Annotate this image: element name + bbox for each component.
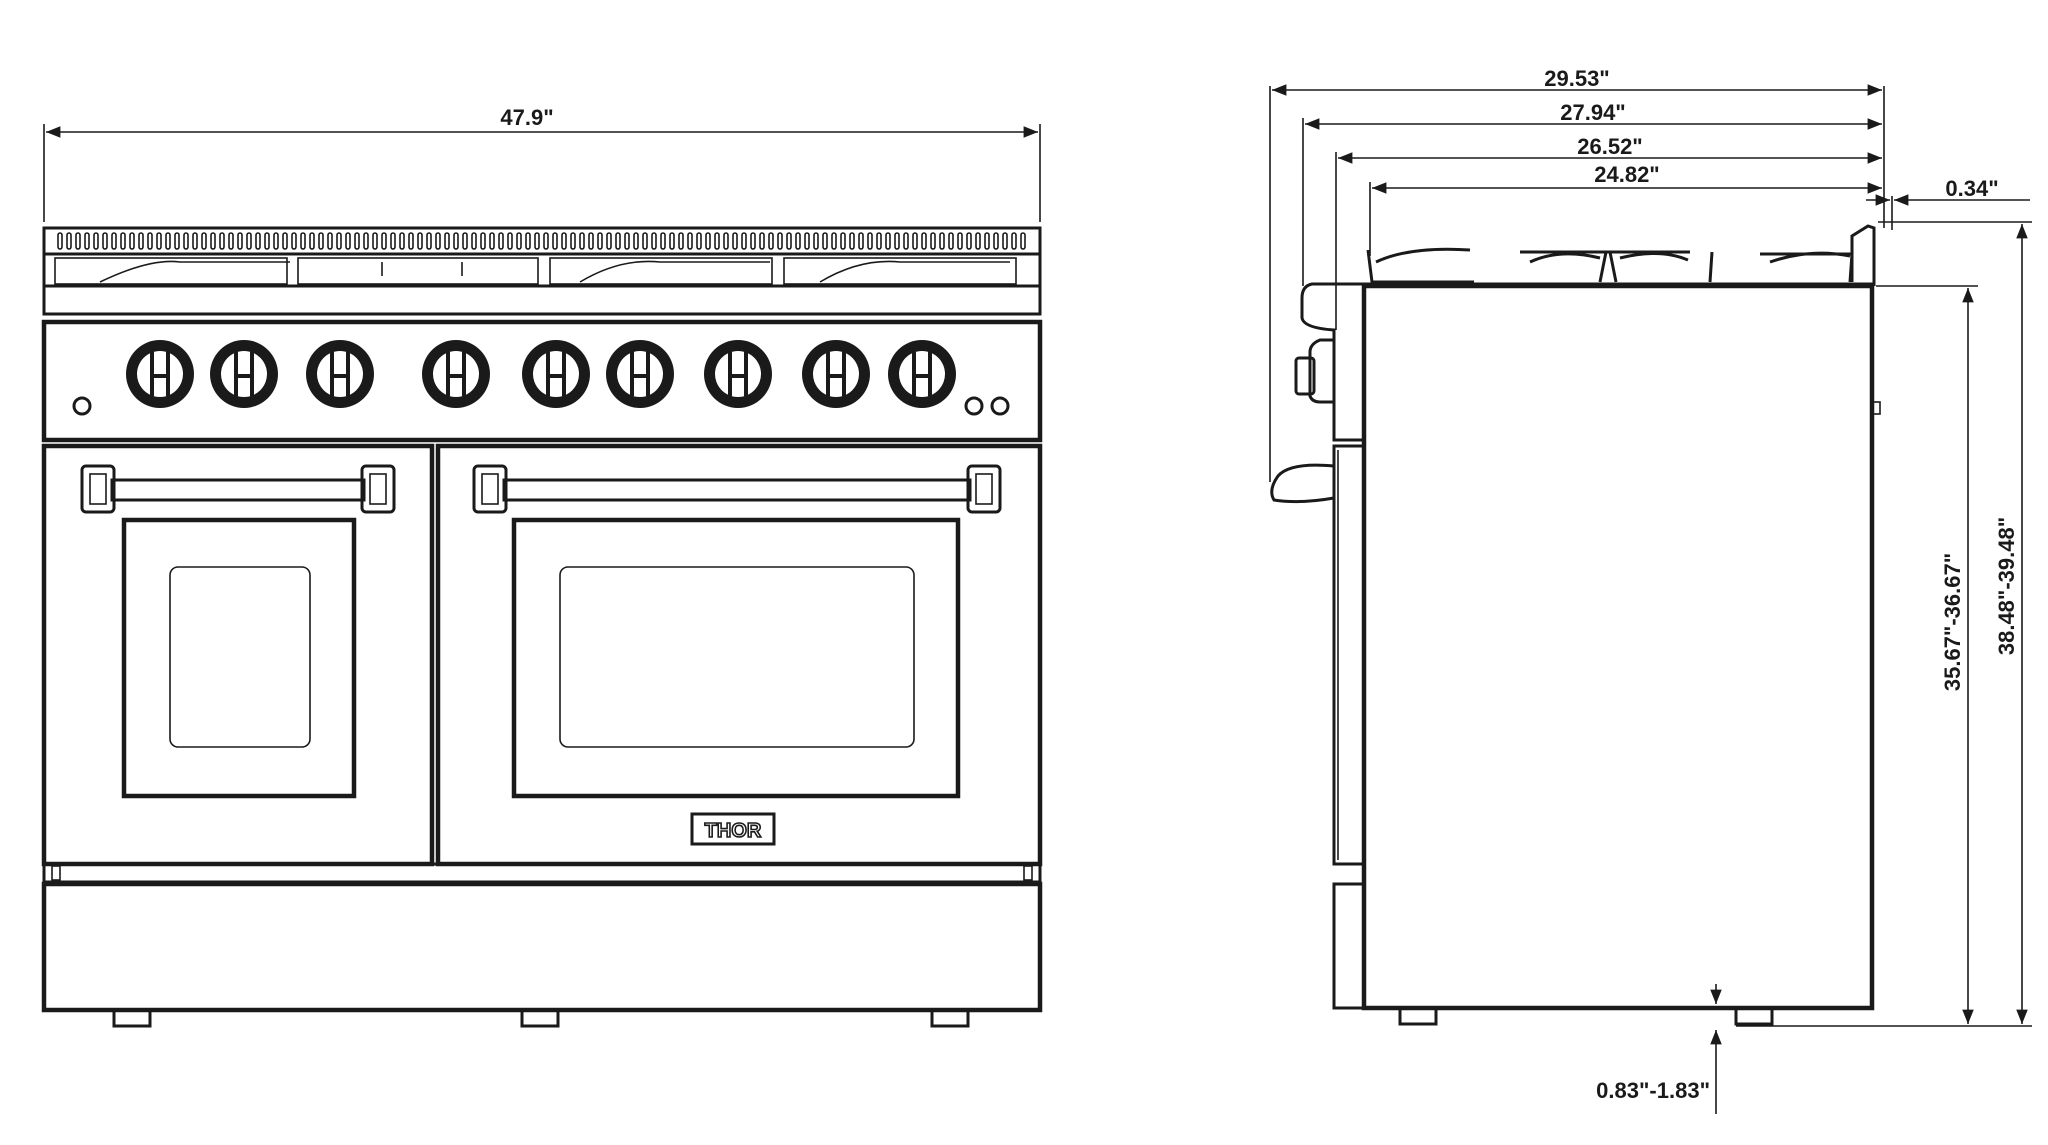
burner-knob-icon (606, 340, 674, 408)
large-oven-window (511, 517, 961, 799)
overall-height-label: 38.48"-39.48" (1994, 517, 2019, 655)
svg-text:THOR: THOR (705, 820, 762, 842)
leg-adjust-dimension: 0.83"-1.83" (1596, 984, 1790, 1114)
depth-label-1: 29.53" (1544, 66, 1609, 91)
depth-label-3: 26.52" (1577, 134, 1642, 159)
base-kick-plate (41, 862, 1043, 1028)
burner-knob-icon (522, 340, 590, 408)
small-oven-handle (80, 464, 396, 514)
backguard-label: 0.34" (1945, 176, 1998, 201)
leveling-leg (520, 1008, 560, 1028)
indicator-light-icon (990, 396, 1010, 416)
control-panel (41, 319, 1043, 443)
side-leveling-leg (1734, 1006, 1774, 1026)
large-oven-handle (472, 464, 1002, 514)
leveling-leg (930, 1008, 970, 1028)
thor-logo: THOR (690, 812, 776, 846)
cooktop-grates (42, 226, 1042, 316)
front-view: 47.9" (41, 105, 1043, 1028)
cooktop-height-dimension: 35.67"-36.67" (1790, 285, 1990, 1027)
backguard-dimension: 0.34" (1866, 176, 2030, 230)
side-leveling-leg (1398, 1006, 1438, 1026)
igniter-indicator-icon (72, 396, 92, 416)
front-width-label: 47.9" (500, 105, 553, 130)
depth-label-4: 24.82" (1594, 162, 1659, 187)
depth-dimensions: 29.53" 27.94" 26.52" 24.82" (1269, 66, 1885, 482)
oven-doors: THOR (41, 443, 1043, 867)
side-view: 29.53" 27.94" 26.52" 24.82" 0.34" (1269, 66, 2032, 1114)
burner-knob-icon (888, 340, 956, 408)
burner-knob-icon (126, 340, 194, 408)
range-side-body (1270, 224, 1881, 1026)
burner-knob-icon (704, 340, 772, 408)
front-width-dimension: 47.9" (43, 105, 1041, 222)
burner-knob-icon (802, 340, 870, 408)
cooktop-height-label: 35.67"-36.67" (1940, 553, 1965, 691)
burner-knob-icon (210, 340, 278, 408)
depth-label-2: 27.94" (1560, 100, 1625, 125)
burner-knob-icon (422, 340, 490, 408)
small-oven-window (121, 517, 357, 799)
leveling-leg (112, 1008, 152, 1028)
indicator-light-icon (964, 396, 984, 416)
burner-knob-icon (306, 340, 374, 408)
leg-adjust-label: 0.83"-1.83" (1596, 1078, 1710, 1103)
overall-height-dimension: 38.48"-39.48" (1878, 221, 2032, 1027)
